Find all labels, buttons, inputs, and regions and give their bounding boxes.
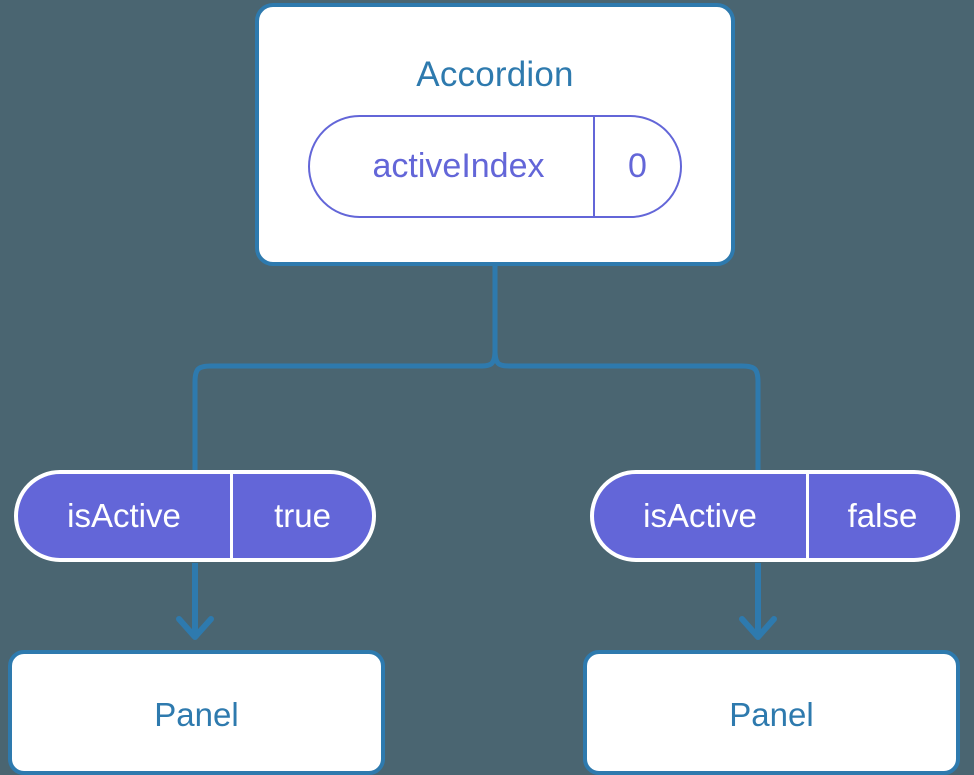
prop-pill-is-active-false-key: isActive [594, 474, 809, 558]
node-accordion-title: Accordion [416, 55, 574, 94]
prop-pill-is-active-false[interactable]: isActive false [590, 470, 960, 562]
state-pill-active-index-value: 0 [628, 147, 647, 185]
arrow-head-right [739, 616, 777, 640]
node-panel-left-title: Panel [154, 696, 239, 733]
prop-pill-is-active-true-key: isActive [18, 474, 233, 558]
state-pill-active-index-key: activeIndex [310, 117, 595, 216]
prop-pill-is-active-true[interactable]: isActive true [14, 470, 376, 562]
node-panel-right[interactable]: Panel [583, 650, 960, 775]
node-accordion[interactable]: Accordion activeIndex 0 [255, 3, 735, 266]
branch-line-left [192, 349, 498, 480]
node-panel-left[interactable]: Panel [8, 650, 385, 775]
arrow-head-left [176, 616, 214, 640]
branch-line-right [492, 349, 761, 480]
prop-pill-is-active-false-value: false [847, 497, 918, 534]
prop-pill-is-active-true-value: true [274, 497, 331, 534]
node-panel-right-title: Panel [729, 696, 814, 733]
state-pill-active-index[interactable]: activeIndex 0 [308, 115, 682, 218]
